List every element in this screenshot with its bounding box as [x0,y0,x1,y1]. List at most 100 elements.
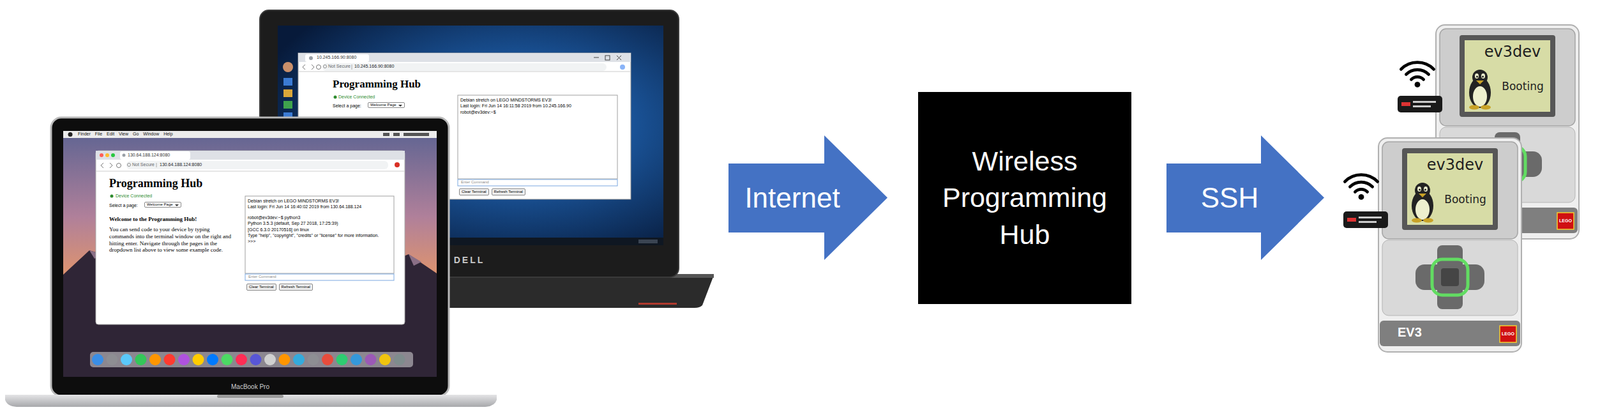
text-group: Debian stretch on LEGO MINDSTORMS EV3!La… [247,198,392,245]
dell-laptop-part [638,239,658,244]
security-note: Not Secure [132,162,155,168]
terminal-line: Type "help", "copyright", "credits" or "… [247,233,379,239]
button-label: Refresh Terminal [279,283,313,291]
macbook-laptop-part [90,351,414,368]
browser-window-part [309,56,313,61]
dock-icon [264,353,276,366]
button-label: Clear Terminal [246,283,277,291]
macbook-laptop-part [393,132,400,136]
input-placeholder: Enter Command [460,180,490,185]
ev3-brick [1378,137,1522,352]
dock-icon [336,353,348,366]
terminal-line: >>> [247,238,256,244]
browser-window-part [593,57,599,59]
status-text: Device Connected [338,94,375,100]
dropdown: Welcome Page [144,201,182,208]
terminal-line: Debian stretch on LEGO MINDSTORMS EV3! [247,198,340,204]
terminal-line: Python 3.5.3 (default, Sep 27 2018, 17:2… [247,220,339,227]
browser-window-part [99,153,104,158]
terminal-line: [GCC 6.3.0 20170516] on linux [247,227,310,233]
dock-icon [250,353,262,366]
dock-icon [192,353,205,366]
browser-window [95,150,405,325]
text-group: Clear TerminalRefresh Terminal [459,188,526,196]
menu-bar-text: Finder File Edit View Go Window Help [77,131,174,137]
field-label: Select a page: [332,103,362,109]
security-note: Not Secure [328,63,351,69]
welcome-text: You can send code to your device by typi… [109,226,235,254]
macbook-laptop-part [63,130,437,377]
browser-window-part [95,171,405,172]
arrow-label: Internet [744,180,840,215]
welcome-heading: Welcome to the Programming Hub! [109,215,197,223]
dock-icon [307,353,320,366]
browser-window-part [605,55,610,61]
box-label: Wireless Programming Hub [928,143,1121,253]
terminal-line: Debian stretch on LEGO MINDSTORMS EV3! [460,97,552,103]
block-arrow: Internet [728,135,888,260]
browser-window-part [457,95,618,179]
browser-window-part [298,71,631,73]
field-label: Select a page: [109,203,138,209]
wifi-dongle [1343,211,1389,228]
ev3-bricks [1343,24,1579,352]
dock-icon [164,353,176,366]
macbook-laptop-part [5,394,497,407]
arrow-outline [1166,135,1325,260]
dock-icon [178,353,190,366]
button-label: Refresh Terminal [491,188,526,196]
browser-window-part [110,194,114,198]
dock-icon [120,353,133,366]
product-name: EV3 [1397,324,1422,340]
browser-window-part [111,153,115,158]
browser-window-part [322,63,607,71]
dell-laptop-part [283,100,293,109]
browser-window-part [156,162,158,168]
dell-laptop-part [638,302,677,305]
dock-icon [365,353,377,366]
dock-icon [350,353,363,366]
brand-logo: LEGO [1559,218,1572,224]
browser-window-part [95,150,405,160]
browser-window-part [105,153,110,158]
dock-icon [149,353,161,366]
browser-window-part [394,162,400,168]
browser-window-part [245,196,394,274]
dropdown: Welcome Page [367,102,405,108]
hub-box: Wireless Programming Hub [918,91,1132,304]
dock-icons [91,353,406,366]
arrow-label: SSH [1200,180,1259,215]
tab-title: 10.245.166.90:8080 [316,54,357,61]
arrow-outline [728,135,888,260]
macbook-laptop-part [403,132,430,136]
screen-text: Booting [1501,79,1544,93]
macbook-laptop-part [68,132,73,137]
terminal-line: robot@ev3dev:~$ [460,109,497,115]
dell-laptop-part [283,89,293,98]
macbook-laptop-part [51,117,449,396]
browser-window-part [122,153,126,158]
dock-icon [206,353,219,366]
terminal-line: Last login: Fri Jun 14 16:40:02 2019 fro… [247,204,362,210]
page-heading: Programming Hub [332,77,421,91]
dock-icon [91,353,104,366]
macbook-laptop-part [217,394,284,398]
browser-window-part [305,54,370,62]
text-group: Clear TerminalRefresh Terminal [246,283,313,291]
brand-logo: MacBook Pro [231,383,270,391]
screen-text: ev3dev [1484,42,1541,62]
tab-title: 130.64.188.124:8080 [127,152,170,158]
button-label: Clear Terminal [459,188,490,196]
macbook-laptop-part [63,130,437,138]
dock-icon [293,353,305,366]
dell-laptop-part [283,77,293,86]
dock-icon [393,353,406,366]
browser-window-part [100,162,113,168]
dell-laptop-part [282,61,294,73]
browser-window-part [616,55,622,61]
dock-icon [221,353,234,366]
browser-window-part [95,150,405,325]
brand-logo: DELL [453,254,486,266]
screen-text: Booting [1444,192,1486,206]
